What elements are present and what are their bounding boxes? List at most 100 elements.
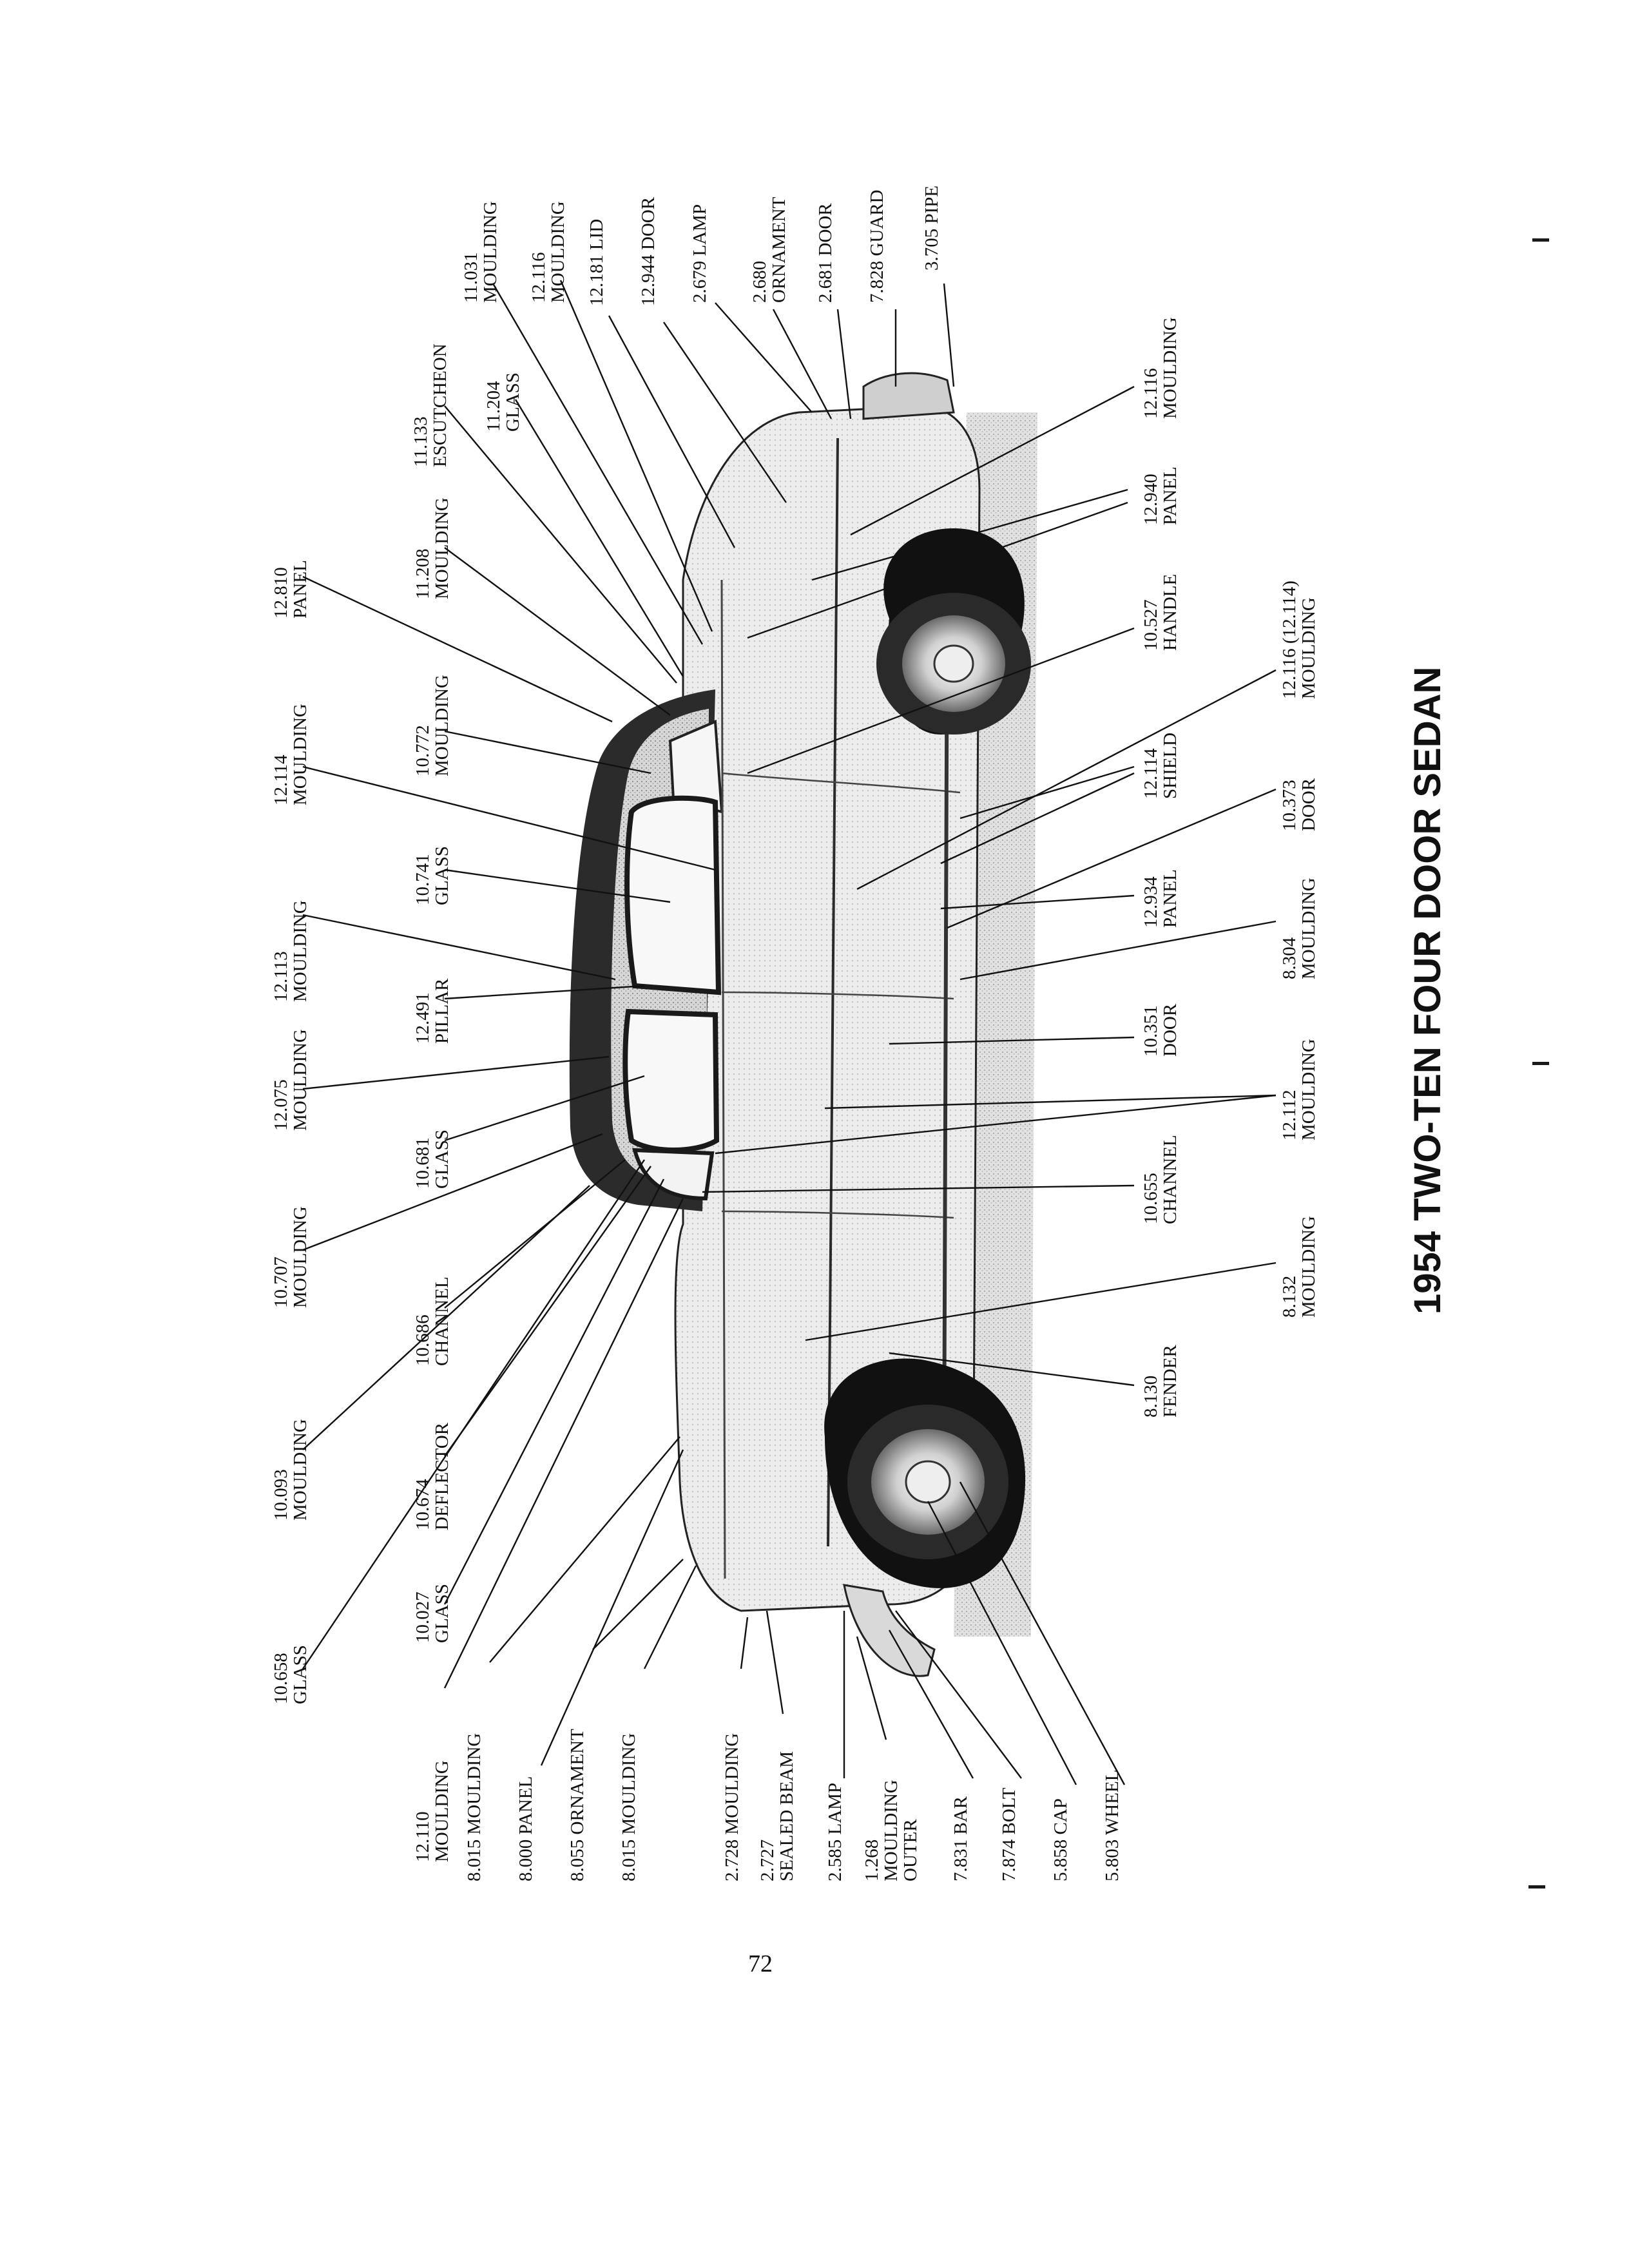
callout-line: 7.831 BAR	[950, 1796, 971, 1881]
callout-line: MOULDING	[1298, 878, 1319, 979]
leader-line	[444, 730, 651, 774]
callout-line: 12.116 (12.114)	[1279, 581, 1300, 699]
leader-line	[540, 1449, 684, 1766]
callout-line: 10.655	[1141, 1173, 1161, 1224]
callout-line: 7.828 GUARD	[867, 189, 887, 303]
callout-line: MOULDING	[290, 900, 311, 1002]
callout-1268: 1.268MOULDINGOUTER	[862, 1780, 921, 1881]
callout-line: 12.940	[1141, 474, 1161, 525]
callout-line: 2.680	[749, 261, 770, 303]
callout-line: 12.113	[271, 951, 291, 1002]
callout-12075: 12.075MOULDING	[271, 1029, 311, 1131]
callout-line: GLASS	[432, 846, 452, 905]
callout-7831: 7.831 BAR	[950, 1796, 971, 1881]
callout-line: PANEL	[1160, 466, 1181, 525]
callout-11031: 11.031MOULDING	[461, 201, 501, 303]
leader-line	[715, 1094, 1277, 1155]
callout-line: PANEL	[1160, 869, 1181, 928]
callout-line: 10.373	[1279, 780, 1300, 831]
callout-line: DOOR	[1160, 1003, 1181, 1057]
callout-line: MOULDING	[290, 704, 311, 805]
callout-line: 3.705 PIPE	[921, 186, 942, 271]
callout-12810: 12.810PANEL	[271, 560, 311, 619]
callout-line: 12.810	[271, 567, 291, 619]
leader-line	[959, 1481, 1126, 1785]
callout-line: 12.116	[1141, 368, 1161, 419]
callout-line: 2.728 MOULDING	[722, 1733, 742, 1881]
callout-line: MOULDING	[881, 1780, 901, 1881]
leader-line	[608, 315, 736, 548]
leader-line	[895, 1610, 1022, 1779]
callout-line: 10.527	[1141, 599, 1161, 651]
diagram-title: 1954 TWO-TEN FOUR DOOR SEDAN	[1407, 667, 1449, 1314]
leader-line	[836, 309, 852, 419]
callout-line: CHANNEL	[432, 1276, 452, 1366]
callout-line: 1.268	[862, 1840, 882, 1881]
callout-line: MOULDING	[1160, 317, 1181, 419]
callout-8015b: 8.015 MOULDING	[619, 1733, 639, 1881]
callout-line: 12.112	[1279, 1090, 1300, 1140]
callout-line: 8.000 PANEL	[516, 1776, 536, 1881]
callout-line: MOULDING	[1298, 597, 1319, 699]
callout-line: PANEL	[290, 560, 311, 619]
callout-line: PILLAR	[432, 978, 452, 1044]
leader-line	[489, 1436, 680, 1663]
callout-line: GLASS	[432, 1129, 452, 1189]
callout-line: 12.075	[271, 1079, 291, 1131]
callout-line: 8.132	[1279, 1276, 1300, 1318]
leader-line	[943, 283, 955, 387]
callout-line: MOULDING	[548, 201, 568, 303]
callout-2680: 2.680ORNAMENT	[749, 197, 789, 303]
leader-line	[559, 280, 713, 632]
leader-line	[856, 1636, 887, 1740]
callout-2727: 2.727SEALED BEAM	[757, 1751, 797, 1881]
leader-line	[702, 1184, 1135, 1193]
leader-line	[302, 1133, 603, 1251]
front-wheel	[824, 1358, 1026, 1588]
callout-line: 10.686	[412, 1314, 433, 1366]
callout-10527: 10.527HANDLE	[1141, 574, 1181, 651]
callout-line: 12.110	[412, 1811, 433, 1862]
callout-8132: 8.132MOULDING	[1279, 1216, 1319, 1318]
callout-line: 5.803 WHEEL	[1102, 1770, 1123, 1881]
leader-line	[663, 322, 787, 503]
callout-10772: 10.772MOULDING	[412, 675, 452, 776]
callout-line: 8.130	[1141, 1376, 1161, 1418]
leader-line	[492, 283, 704, 645]
callout-12116a: 12.116MOULDING	[528, 201, 568, 303]
callout-2679: 2.679 LAMP	[689, 204, 710, 303]
callout-10681: 10.681GLASS	[412, 1129, 452, 1189]
callout-line: DOOR	[1298, 778, 1319, 831]
callout-line: SHIELD	[1160, 733, 1181, 799]
margin-marks	[1528, 238, 1549, 1888]
leader-line	[766, 1610, 784, 1715]
callout-12113: 12.113MOULDING	[271, 900, 311, 1002]
callout-3705: 3.705 PIPE	[921, 186, 942, 271]
callout-line: 12.934	[1141, 876, 1161, 928]
callout-12940: 12.940PANEL	[1141, 466, 1181, 525]
leader-line	[747, 627, 1135, 774]
leader-line	[302, 1055, 610, 1090]
callout-12116c: 12.116 (12.114)MOULDING	[1279, 581, 1319, 699]
leader-line	[888, 1629, 974, 1779]
page-number: 72	[748, 1950, 773, 1977]
leader-line	[443, 1178, 665, 1605]
callout-line: 8.015 MOULDING	[619, 1733, 639, 1881]
callout-line: 12.491	[412, 992, 433, 1044]
callout-12181: 12.181 LID	[586, 219, 607, 306]
leader-line	[302, 765, 716, 871]
callout-12491: 12.491PILLAR	[412, 978, 452, 1044]
callout-line: 10.741	[412, 854, 433, 905]
leader-line	[747, 501, 1128, 639]
leader-line	[889, 1036, 1135, 1045]
callout-line: 12.114	[271, 754, 291, 805]
callout-line: MOULDING	[480, 201, 501, 303]
callout-line: MOULDING	[432, 675, 452, 776]
callout-11204: 11.204GLASS	[483, 372, 523, 432]
callout-line: 11.133	[410, 416, 431, 467]
leader-line	[443, 1198, 684, 1689]
leader-line	[959, 920, 1277, 981]
rear-wheel	[876, 528, 1031, 735]
callout-line: HANDLE	[1160, 574, 1181, 651]
callout-10741: 10.741GLASS	[412, 846, 452, 905]
